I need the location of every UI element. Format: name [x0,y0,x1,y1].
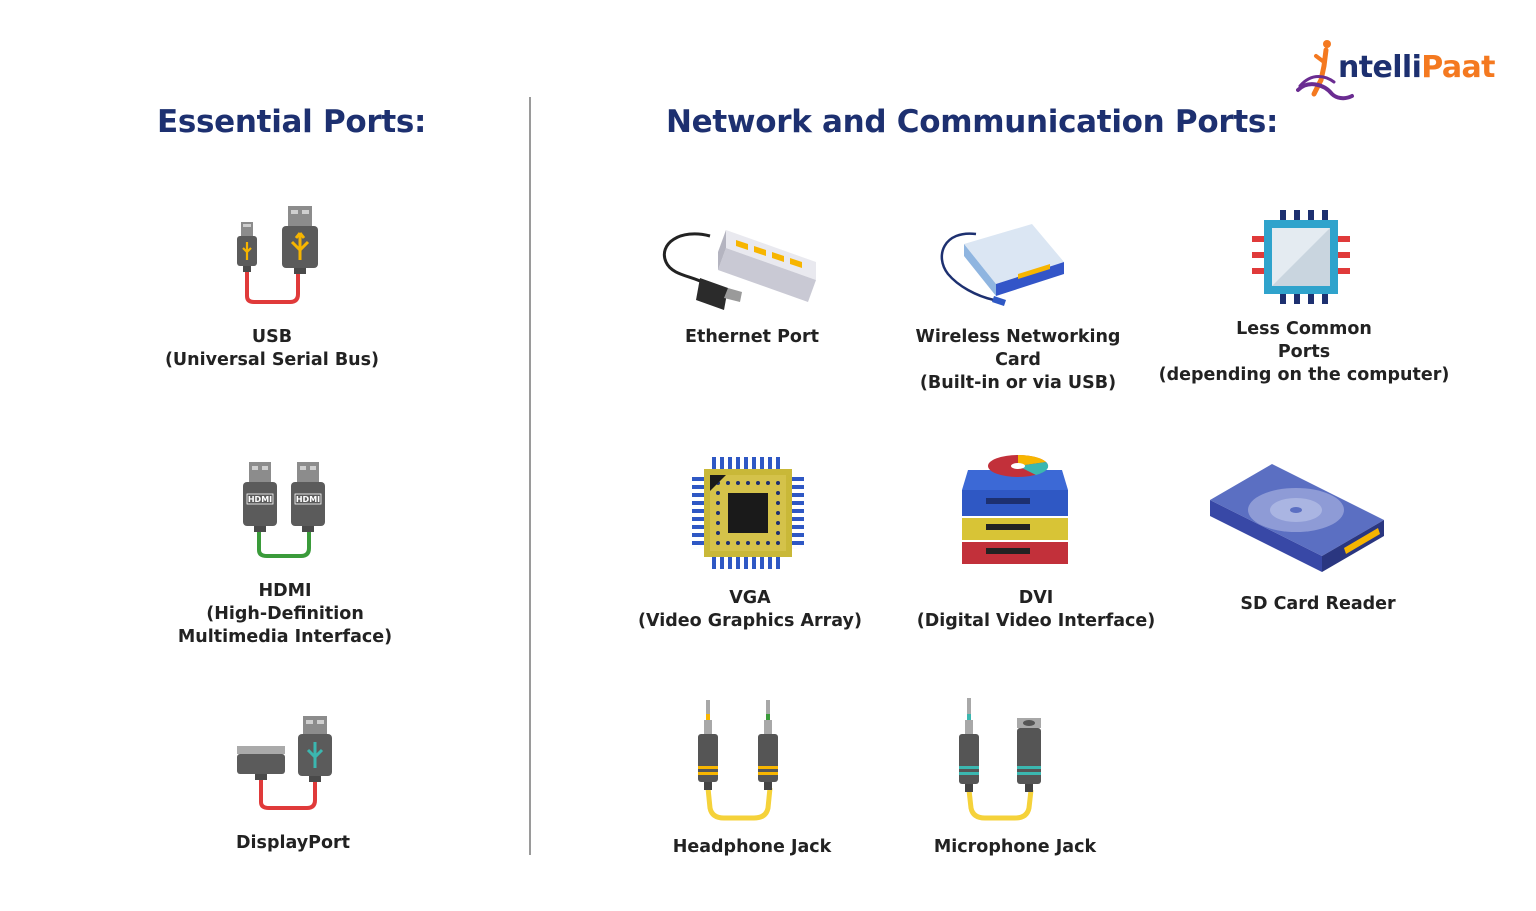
sd-card-reader-icon [1210,464,1384,572]
logo-wordmark: ntelliPaat [1338,50,1496,85]
svg-text:HDMI: HDMI [296,495,320,504]
label-line: Headphone Jack [672,837,832,857]
label-line: Less Common [1236,319,1372,339]
network-ports-heading: Network and Communication Ports: [666,104,1279,140]
label-line: Card [995,350,1041,370]
headphone-jack-label: Headphone Jack [582,836,922,859]
vga-label: VGA (Video Graphics Array) [580,587,920,633]
displayport-label: DisplayPort [123,832,463,855]
label-line: (depending on the computer) [1158,365,1450,385]
chip-icon [1252,210,1350,304]
label-line: (High-Definition [206,604,364,624]
label-line: Multimedia Interface) [177,627,393,647]
ethernet-label: Ethernet Port [582,326,922,349]
label-line: (Video Graphics Array) [638,611,862,631]
usb-cable-icon [237,206,318,304]
label-line: Wireless Networking [915,327,1121,347]
headphone-jack-icon [698,700,778,821]
label-line: (Digital Video Interface) [916,611,1156,631]
label-line: Microphone Jack [933,837,1097,857]
microphone-jack-label: Microphone Jack [845,836,1185,859]
label-line: USB [251,327,293,347]
intellipaat-logo: ntelliPaat [1296,36,1496,102]
usb-label: USB (Universal Serial Bus) [102,326,442,372]
label-line: SD Card Reader [1240,594,1396,614]
section-divider [529,97,531,855]
essential-ports-heading: Essential Ports: [157,104,427,140]
label-line: Ports [1277,342,1331,362]
label-line: HDMI [258,581,312,601]
hdmi-cable-icon: HDMI HDMI [243,462,325,558]
displayport-cable-icon [237,716,332,810]
sd-card-reader-label: SD Card Reader [1148,593,1488,616]
less-common-ports-label: Less Common Ports (depending on the comp… [1134,318,1474,387]
svg-text:HDMI: HDMI [248,495,272,504]
label-line: DisplayPort [236,833,350,853]
label-line: (Universal Serial Bus) [164,350,380,370]
wireless-card-icon [940,224,1064,306]
label-line: VGA [729,588,771,608]
dvi-label: DVI (Digital Video Interface) [866,587,1206,633]
hdmi-label: HDMI (High-Definition Multimedia Interfa… [115,580,455,649]
ethernet-hub-icon [662,230,816,310]
label-line: DVI [1018,588,1054,608]
label-line: (Built-in or via USB) [919,373,1117,393]
vga-chip-icon [692,457,804,569]
dvi-drive-stack-icon [962,454,1068,564]
label-line: Ethernet Port [685,327,819,347]
microphone-jack-icon [959,698,1041,821]
logo-figure-icon [1296,40,1354,101]
wireless-card-label: Wireless Networking Card (Built-in or vi… [848,326,1188,395]
